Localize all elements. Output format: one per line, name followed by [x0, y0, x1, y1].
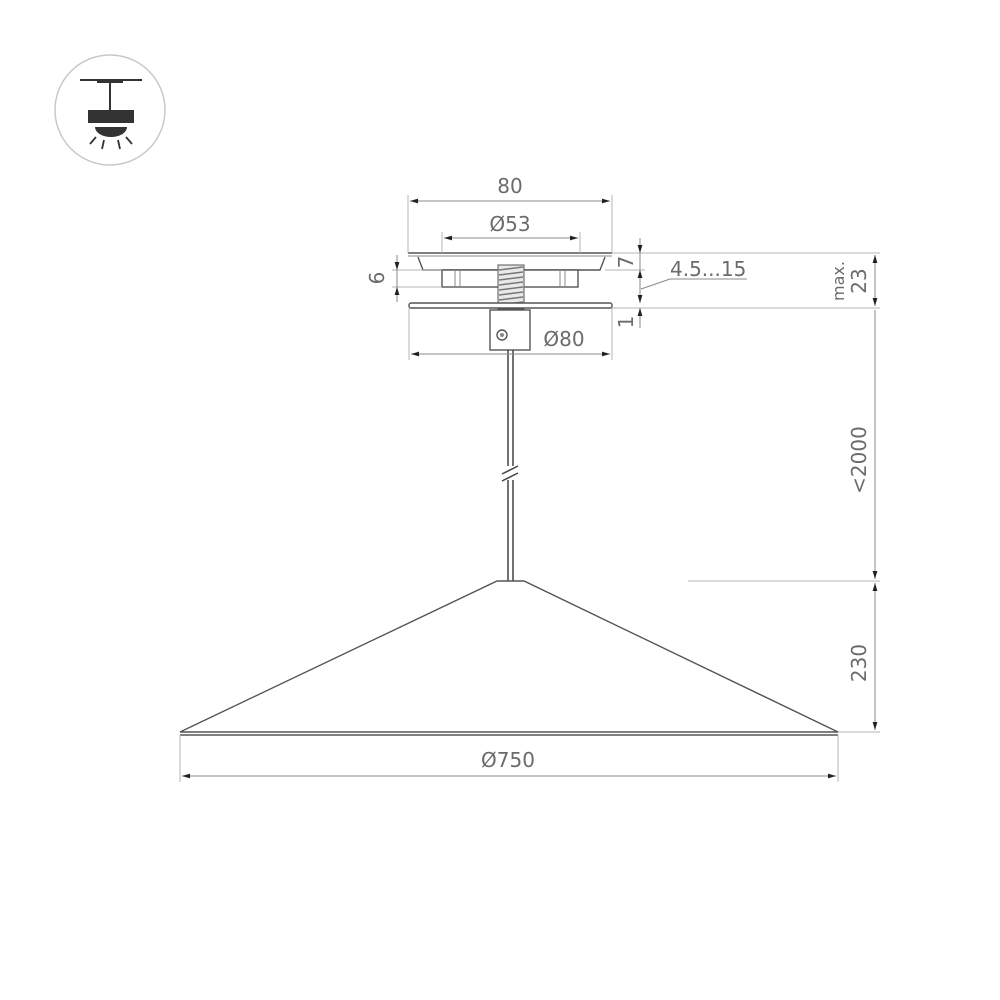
cone-shade — [179, 580, 839, 736]
label-shade-diameter: Ø750 — [481, 748, 535, 772]
label-canopy-width: 80 — [497, 174, 522, 198]
label-max: max. — [829, 261, 848, 301]
dim-cable-length: <2000 — [688, 310, 880, 582]
dim-canopy-width: 80 — [407, 174, 613, 253]
label-shade-height: 230 — [847, 644, 871, 682]
dim-shade-diameter: Ø750 — [179, 735, 839, 782]
dim-canopy-inner-diameter: Ø53 — [441, 212, 581, 253]
dim-max-total: max. 23 — [829, 255, 878, 306]
label-max-value: 23 — [847, 268, 871, 293]
label-canopy-height: 6 — [365, 272, 389, 285]
dim-shade-height: 230 — [838, 583, 880, 733]
dim-canopy-height: 6 — [365, 255, 442, 302]
cable — [501, 350, 519, 581]
label-top-gap: 7 — [614, 256, 638, 269]
label-bottom-plate: 1 — [614, 316, 638, 329]
label-canopy-lower-diameter: Ø80 — [543, 327, 584, 351]
ceiling-pendant-mount-icon — [54, 54, 166, 166]
label-cable-length: <2000 — [847, 426, 871, 494]
canopy-assembly — [408, 252, 613, 351]
label-canopy-inner-diameter: Ø53 — [489, 212, 530, 236]
dim-right-stack: 7 1 4.5...15 — [605, 238, 880, 328]
label-adjust-range: 4.5...15 — [670, 257, 746, 281]
dim-canopy-lower-diameter: Ø80 — [408, 308, 613, 360]
